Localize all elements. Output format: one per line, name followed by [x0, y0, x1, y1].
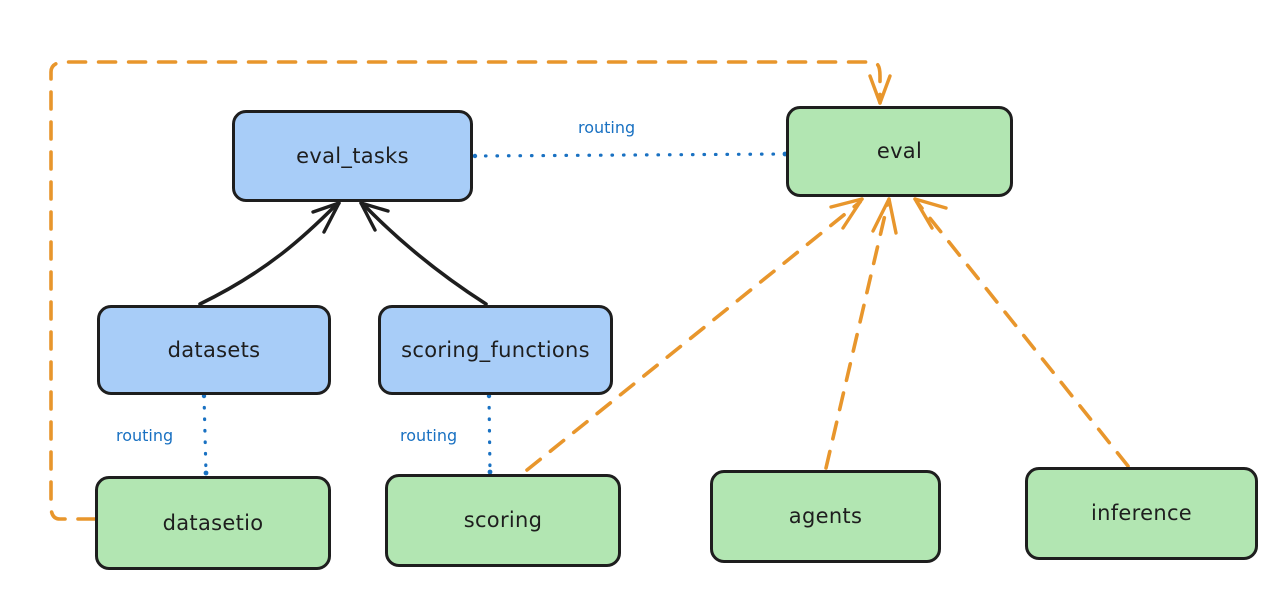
edge-datasetio-to-eval — [49, 60, 892, 521]
edge-label-routing-scoring-functions-scoring: routing — [400, 426, 458, 445]
node-datasetio[interactable]: datasetio — [95, 476, 331, 570]
edge-scoring_functions-to-scoring — [486, 393, 493, 475]
edge-label-routing-datasets-datasetio: routing — [116, 426, 174, 445]
node-eval[interactable]: eval — [786, 106, 1013, 197]
node-eval-tasks[interactable]: eval_tasks — [232, 110, 473, 202]
node-label: datasets — [167, 337, 261, 362]
node-label: eval — [876, 139, 923, 163]
node-agents[interactable]: agents — [710, 470, 941, 563]
node-scoring[interactable]: scoring — [385, 474, 621, 567]
node-label: scoring — [463, 508, 543, 532]
edge-agents-to-eval — [824, 197, 898, 470]
edge-inference-to-eval — [913, 197, 1130, 468]
node-label: scoring_functions — [401, 337, 590, 362]
node-inference[interactable]: inference — [1025, 467, 1258, 560]
edge-datasets-to-eval_tasks — [198, 201, 341, 306]
node-label: eval_tasks — [296, 143, 409, 168]
node-label: inference — [1090, 501, 1193, 525]
edge-scoring-to-eval — [525, 197, 864, 472]
node-label: datasetio — [162, 510, 264, 535]
node-scoring-functions[interactable]: scoring_functions — [378, 305, 613, 395]
node-label: agents — [788, 504, 863, 528]
edge-datasets-to-datasetio — [201, 393, 209, 476]
edge-scoring_functions-to-eval_tasks — [359, 201, 488, 306]
edge-eval_tasks-to-eval — [472, 151, 788, 159]
node-datasets[interactable]: datasets — [97, 305, 331, 395]
edge-label-routing-eval-tasks-eval: routing — [578, 118, 636, 137]
